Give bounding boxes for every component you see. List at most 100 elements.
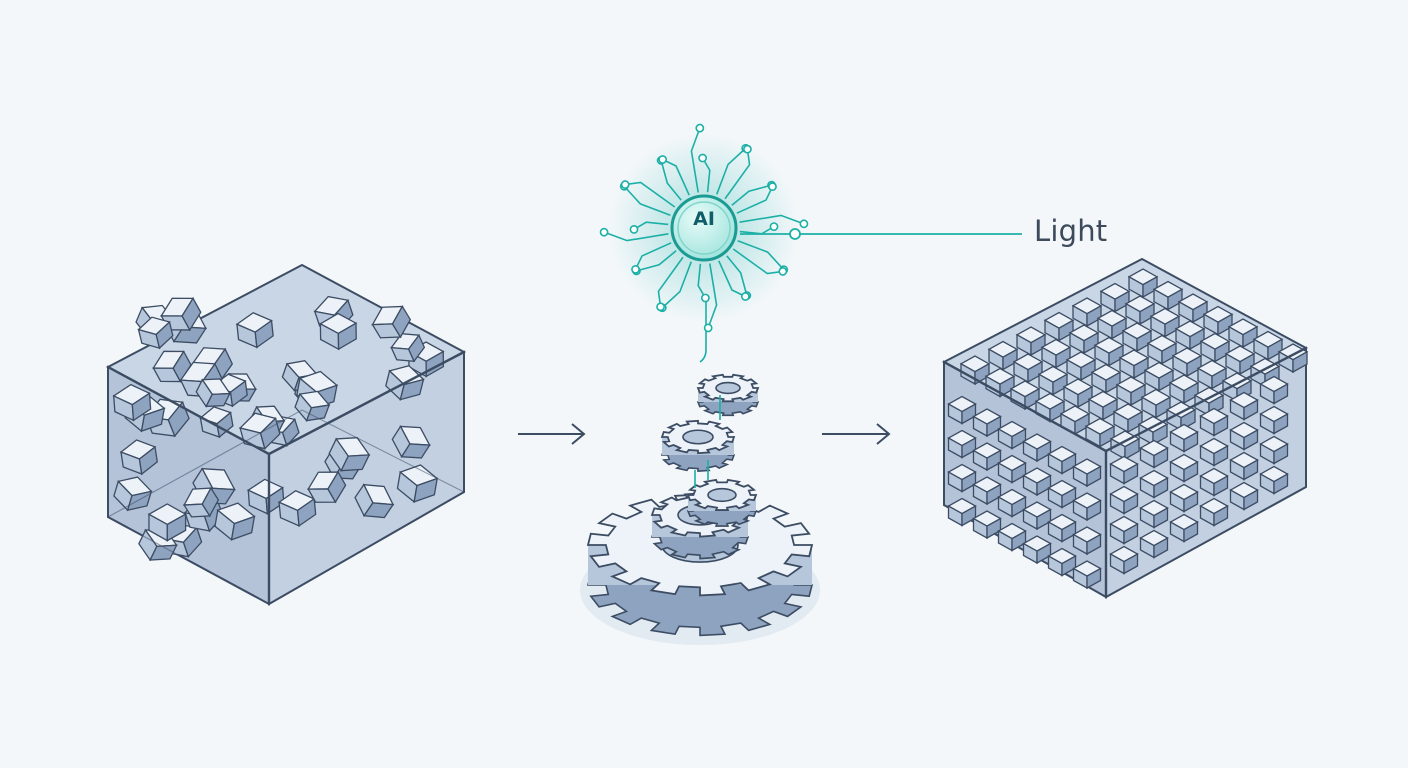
cube	[1096, 309, 1128, 340]
cube	[1229, 451, 1259, 481]
cube	[997, 488, 1027, 518]
cube	[1199, 437, 1229, 467]
arrow-right-icon	[822, 423, 891, 445]
small-gear	[696, 373, 760, 417]
cube	[1171, 347, 1203, 378]
cube	[1229, 481, 1259, 511]
cube	[277, 490, 317, 528]
cube	[1059, 405, 1091, 436]
cube	[1099, 282, 1131, 313]
output-label: Light	[1034, 214, 1108, 248]
cube	[1022, 433, 1052, 463]
cube	[947, 429, 977, 459]
cube	[1139, 499, 1169, 529]
cube	[947, 497, 977, 527]
cube	[1072, 492, 1102, 522]
cube	[1229, 391, 1259, 421]
cube	[152, 350, 192, 383]
cube	[1202, 305, 1234, 336]
cube	[1072, 458, 1102, 488]
cube	[1252, 330, 1284, 361]
cube	[1152, 280, 1184, 311]
cube	[1043, 311, 1075, 342]
cube	[1065, 351, 1097, 382]
cube	[1146, 334, 1178, 365]
cube	[391, 425, 431, 459]
cube	[1090, 363, 1122, 394]
cube	[1127, 268, 1159, 299]
cube	[1109, 515, 1139, 545]
cube	[972, 408, 1002, 438]
box-of-packed-cubes-icon	[941, 257, 1309, 599]
cube	[1109, 545, 1139, 575]
cube	[396, 464, 439, 504]
cube	[235, 312, 274, 349]
cube	[1259, 405, 1289, 435]
cube	[1112, 403, 1144, 434]
cube	[1169, 513, 1199, 543]
cube	[1022, 467, 1052, 497]
cube	[182, 486, 220, 518]
cube	[1139, 529, 1169, 559]
arrow-right-icon	[518, 423, 586, 445]
cube	[1199, 407, 1229, 437]
cube	[1068, 324, 1100, 355]
cube	[354, 483, 395, 519]
ai-chip-label: AI	[693, 208, 715, 230]
cube	[214, 502, 256, 541]
cube	[1047, 513, 1077, 543]
small-gear	[686, 478, 758, 527]
cube	[997, 454, 1027, 484]
cube	[1169, 423, 1199, 453]
cube	[385, 364, 425, 401]
packed-cubes	[947, 268, 1309, 590]
cube	[1259, 435, 1289, 465]
cube	[1022, 535, 1052, 565]
cube	[1072, 526, 1102, 556]
cube	[390, 333, 426, 363]
cube	[319, 312, 358, 351]
cube	[1037, 365, 1069, 396]
cube	[238, 412, 281, 450]
cube	[1169, 483, 1199, 513]
cube	[1047, 445, 1077, 475]
cube	[1199, 467, 1229, 497]
cube	[1149, 307, 1181, 338]
cube	[1259, 465, 1289, 495]
cube	[195, 378, 232, 408]
cube	[1169, 453, 1199, 483]
small-gear	[660, 419, 736, 473]
cube	[371, 305, 412, 339]
cube	[997, 522, 1027, 552]
cube	[1047, 479, 1077, 509]
cube	[1139, 469, 1169, 499]
cube	[294, 390, 331, 422]
cube	[137, 316, 174, 350]
cube	[160, 297, 202, 332]
cube	[959, 355, 991, 386]
cube	[246, 478, 285, 515]
cube	[147, 503, 187, 542]
cube	[112, 383, 152, 422]
cube	[1249, 357, 1281, 388]
cube	[1199, 497, 1229, 527]
scattered-cubes	[112, 295, 445, 562]
cube	[1259, 375, 1289, 405]
cube	[1071, 297, 1103, 328]
cube	[1137, 415, 1169, 446]
cube	[1229, 421, 1259, 451]
cube	[1118, 349, 1150, 380]
cube	[1062, 378, 1094, 409]
cube	[1072, 560, 1102, 590]
cube	[1140, 388, 1172, 419]
cube	[1227, 318, 1259, 349]
ai-chip-icon	[599, 123, 1022, 333]
cube	[1109, 485, 1139, 515]
cube	[1040, 338, 1072, 369]
cube	[947, 395, 977, 425]
cube	[307, 470, 347, 504]
cube	[1143, 361, 1175, 392]
cube	[984, 367, 1016, 398]
